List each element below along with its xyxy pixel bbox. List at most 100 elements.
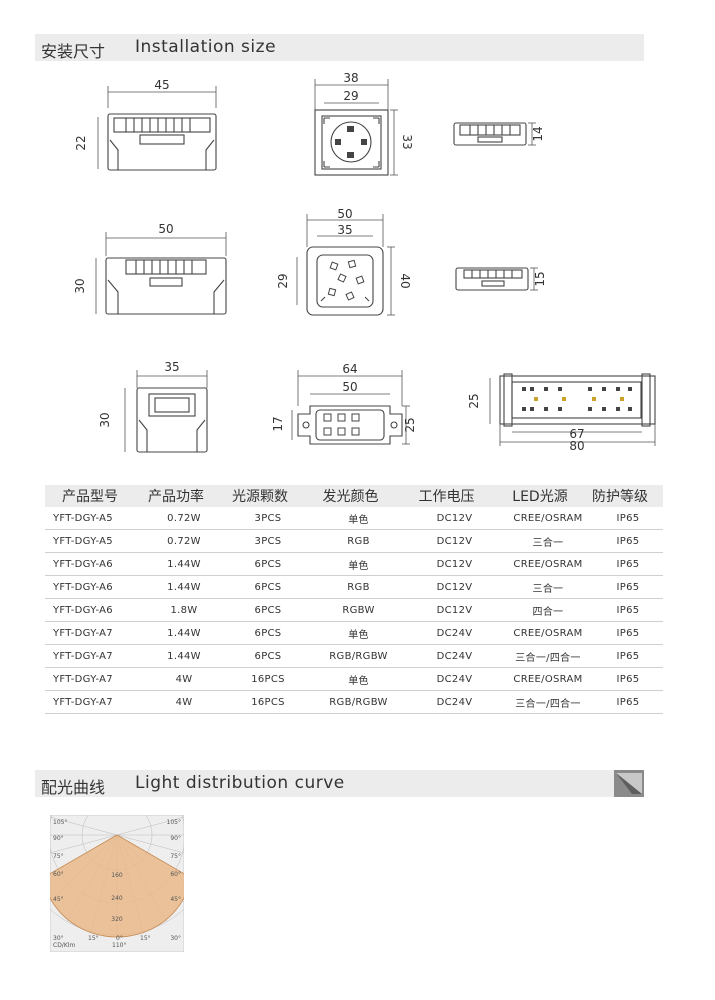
cell-voltage: DC24V — [436, 696, 473, 708]
dim-r1-front-height: 22 — [74, 135, 88, 150]
cell-ip-rating: IP65 — [616, 673, 640, 685]
cell-led-source: CREE/OSRAM — [513, 673, 583, 685]
cell-led-count: 6PCS — [254, 650, 282, 662]
angle-right-45: 45° — [170, 896, 181, 903]
dim-r2-top-height: 40 — [398, 273, 412, 288]
dim-r1-top-outer: 38 — [343, 71, 358, 85]
cell-color: 单色 — [348, 514, 369, 526]
cell-power: 1.8W — [170, 604, 198, 616]
module-a6-front-drawing: 50 30 — [73, 222, 227, 315]
dim-r2-front-width: 50 — [158, 222, 173, 236]
angle-left-45: 45° — [53, 896, 64, 903]
cell-voltage: DC24V — [436, 673, 473, 685]
light-title-zh: 配光曲线 — [41, 778, 106, 797]
dim-r1-front-width: 45 — [154, 78, 169, 92]
cell-color: RGBW — [342, 604, 375, 616]
dim-r3-top-left: 17 — [271, 416, 285, 431]
header-power: 产品功率 — [148, 489, 204, 505]
dim-r3-top-outer: 64 — [342, 362, 357, 376]
module-a7-side-drawing: 25 67 80 — [467, 373, 656, 453]
module-a5-side-drawing: 14 — [453, 122, 545, 146]
module-a5-top-drawing: 38 29 33 — [314, 71, 414, 176]
cell-model: YFT-DGY-A7 — [53, 650, 113, 662]
cell-led-count: 6PCS — [254, 558, 282, 570]
install-title-en: Installation size — [135, 37, 277, 57]
dim-r3-front-height: 30 — [98, 412, 112, 427]
header-led-source: LED光源 — [512, 489, 568, 505]
cell-led-source: 四合一 — [532, 606, 564, 618]
polar-ring-label: 320 — [111, 916, 123, 923]
angle-bottom-15-right: 15° — [140, 935, 151, 942]
polar-ring-label: 240 — [111, 895, 123, 902]
cell-power: 1.44W — [167, 581, 201, 593]
cell-led-source: CREE/OSRAM — [513, 558, 583, 570]
dim-r1-top-height: 33 — [400, 134, 414, 149]
cell-power: 0.72W — [167, 535, 201, 547]
module-a5-front-drawing: 45 22 — [74, 78, 217, 171]
header-color: 发光颜色 — [322, 489, 379, 505]
cell-model: YFT-DGY-A6 — [53, 604, 113, 616]
cell-voltage: DC12V — [436, 558, 473, 570]
cell-color: 单色 — [348, 675, 369, 687]
cell-voltage: DC24V — [436, 650, 473, 662]
cell-ip-rating: IP65 — [616, 650, 640, 662]
cell-voltage: DC12V — [436, 581, 473, 593]
cell-model: YFT-DGY-A7 — [53, 696, 113, 708]
spec-table: 产品型号 产品功率 光源颗数 发光颜色 工作电压 LED光源 防护等级 YFT-… — [45, 485, 663, 714]
angle-bottom-15-left: 15° — [88, 935, 99, 942]
cell-led-source: 三合一 — [532, 537, 564, 549]
cell-led-count: 16PCS — [251, 673, 285, 685]
angle-bottom-0: 0° — [116, 935, 123, 942]
dim-r3-top-right: 25 — [403, 417, 417, 432]
cell-model: YFT-DGY-A5 — [53, 535, 113, 547]
dim-r3-front-width: 35 — [164, 360, 179, 374]
module-a6-top-drawing: 50 35 29 40 — [276, 207, 412, 316]
cell-ip-rating: IP65 — [616, 627, 640, 639]
cell-ip-rating: IP65 — [616, 696, 640, 708]
dim-r2-top-inner: 35 — [337, 223, 352, 237]
angle-right-75: 75° — [170, 853, 181, 860]
cell-led-count: 6PCS — [254, 581, 282, 593]
cell-power: 4W — [175, 696, 193, 708]
cell-led-source: 三合一/四合一 — [515, 698, 581, 710]
cell-power: 0.72W — [167, 512, 201, 524]
polar-spoke — [116, 816, 184, 836]
angle-right-60: 60° — [170, 871, 181, 878]
dim-r1-top-inner: 29 — [343, 89, 358, 103]
cell-led-count: 3PCS — [254, 535, 282, 547]
cell-color: 单色 — [348, 629, 369, 641]
dim-r3-top-inner: 50 — [342, 380, 357, 394]
cell-model: YFT-DGY-A6 — [53, 558, 113, 570]
header-voltage: 工作电压 — [418, 489, 475, 505]
angle-left-60: 60° — [53, 871, 64, 878]
cell-led-source: 三合一 — [532, 583, 564, 595]
angle-right-105: 105° — [167, 819, 181, 826]
cell-ip-rating: IP65 — [616, 604, 640, 616]
cell-led-source: 三合一/四合一 — [515, 652, 581, 664]
module-a6-side-drawing: 15 — [455, 267, 547, 291]
dim-r3-side-outer: 80 — [569, 439, 584, 453]
polar-spoke — [50, 816, 118, 836]
polar-spoke — [50, 834, 118, 854]
cell-ip-rating: IP65 — [616, 581, 640, 593]
cell-led-count: 6PCS — [254, 627, 282, 639]
dim-r2-side-height: 15 — [533, 271, 547, 286]
header-model: 产品型号 — [62, 489, 118, 505]
cell-model: YFT-DGY-A7 — [53, 673, 113, 685]
cell-voltage: DC24V — [436, 627, 473, 639]
polar-ring-label: 160 — [111, 872, 123, 879]
cell-ip-rating: IP65 — [616, 512, 640, 524]
cell-color: RGB — [347, 535, 370, 547]
cell-color: 单色 — [348, 560, 369, 572]
light-title-en: Light distribution curve — [135, 773, 345, 793]
spec-table-header: 产品型号 产品功率 光源颗数 发光颜色 工作电压 LED光源 防护等级 — [45, 485, 663, 507]
dim-r2-top-left: 29 — [276, 273, 290, 288]
